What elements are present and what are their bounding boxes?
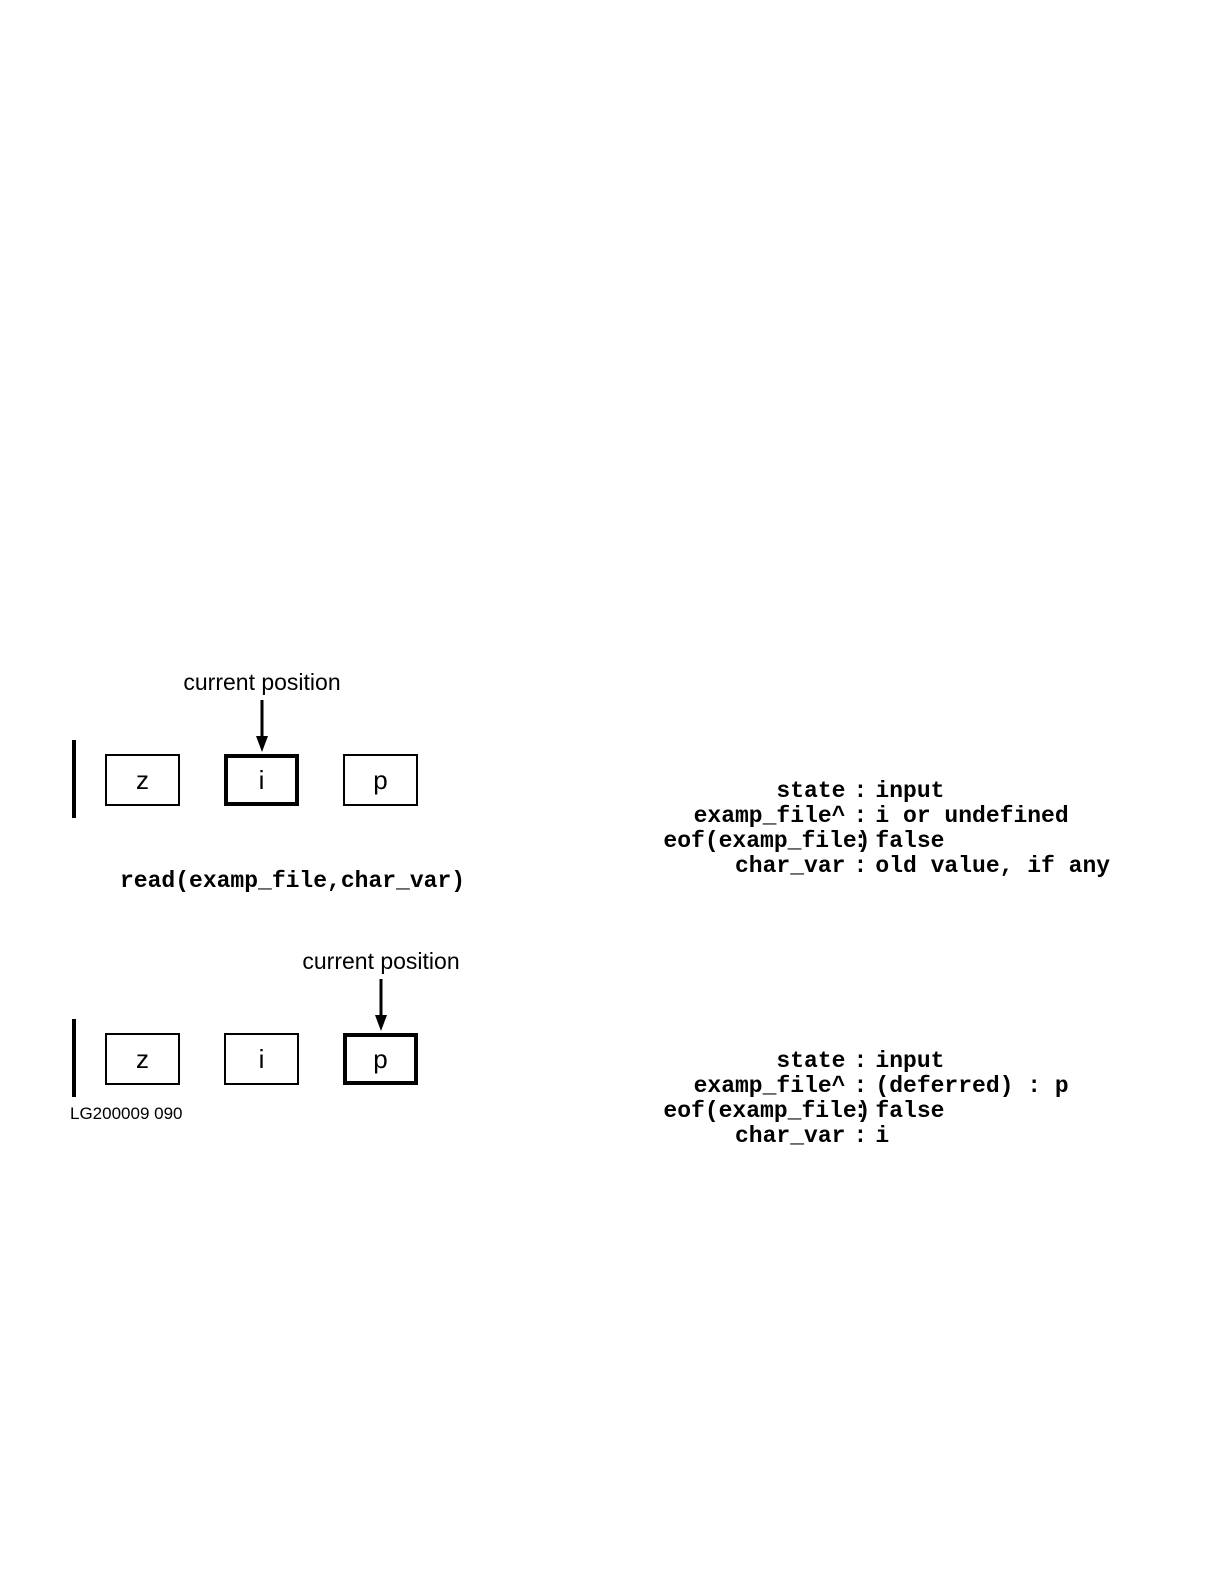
file-cell-current: p bbox=[343, 1033, 418, 1085]
down-arrow-icon bbox=[373, 979, 389, 1037]
file-cell-label: p bbox=[373, 765, 388, 795]
state-row: eof(examp_file): false bbox=[553, 802, 1110, 854]
read-statement: read(examp_file,char_var) bbox=[120, 868, 466, 894]
state-separator: : bbox=[853, 1073, 868, 1099]
state-row: char_var: i bbox=[553, 1097, 1069, 1149]
file-cell: z bbox=[105, 754, 180, 806]
file-cell: z bbox=[105, 1033, 180, 1085]
state-key: examp_file^ bbox=[693, 803, 846, 829]
state-separator: : bbox=[853, 803, 868, 829]
down-arrow-icon bbox=[254, 700, 270, 758]
state-separator: : bbox=[853, 1123, 868, 1149]
state-row: state: input bbox=[553, 1022, 1069, 1074]
before-state-table: state: input examp_file^: i or undefined e… bbox=[553, 752, 1110, 879]
file-cell: p bbox=[343, 754, 418, 806]
file-cell-label: z bbox=[136, 765, 149, 795]
file-cell: i bbox=[224, 1033, 299, 1085]
state-row: char_var: old value, if any bbox=[553, 827, 1110, 879]
state-row: examp_file^: (deferred) : p bbox=[553, 1047, 1069, 1099]
file-cell-label: i bbox=[258, 1044, 265, 1074]
state-row: state: input bbox=[553, 752, 1110, 804]
state-key: char_var bbox=[735, 853, 846, 879]
state-key: eof(examp_file) bbox=[663, 1098, 871, 1124]
state-key: state bbox=[776, 1048, 846, 1074]
file-cell-label: p bbox=[373, 1044, 388, 1074]
state-value: false bbox=[875, 1098, 945, 1124]
file-cell-current: i bbox=[224, 754, 299, 806]
state-value: i bbox=[875, 1123, 890, 1149]
file-cell-label: z bbox=[136, 1044, 149, 1074]
state-value: old value, if any bbox=[875, 853, 1111, 879]
file-cell-label: i bbox=[258, 765, 265, 795]
current-position-label: current position bbox=[183, 669, 341, 695]
current-position-label: current position bbox=[302, 948, 460, 974]
file-start-marker bbox=[72, 1019, 76, 1097]
state-row: eof(examp_file): false bbox=[553, 1072, 1069, 1124]
state-key: eof(examp_file) bbox=[663, 828, 871, 854]
figure-id-caption: LG200009 090 bbox=[70, 1104, 183, 1123]
state-separator: : bbox=[853, 778, 868, 804]
state-separator: : bbox=[853, 1048, 868, 1074]
state-separator: : bbox=[853, 853, 868, 879]
state-value: input bbox=[875, 778, 945, 804]
state-key: examp_file^ bbox=[693, 1073, 846, 1099]
state-value: i or undefined bbox=[875, 803, 1069, 829]
state-value: (deferred) : p bbox=[875, 1073, 1069, 1099]
state-value: false bbox=[875, 828, 945, 854]
state-separator: : bbox=[853, 1098, 868, 1124]
after-state-table: state: input examp_file^: (deferred) : p e… bbox=[553, 1022, 1069, 1149]
state-key: char_var bbox=[735, 1123, 846, 1149]
state-value: input bbox=[875, 1048, 945, 1074]
state-row: examp_file^: i or undefined bbox=[553, 777, 1110, 829]
state-key: state bbox=[776, 778, 846, 804]
state-separator: : bbox=[853, 828, 868, 854]
file-start-marker bbox=[72, 740, 76, 818]
